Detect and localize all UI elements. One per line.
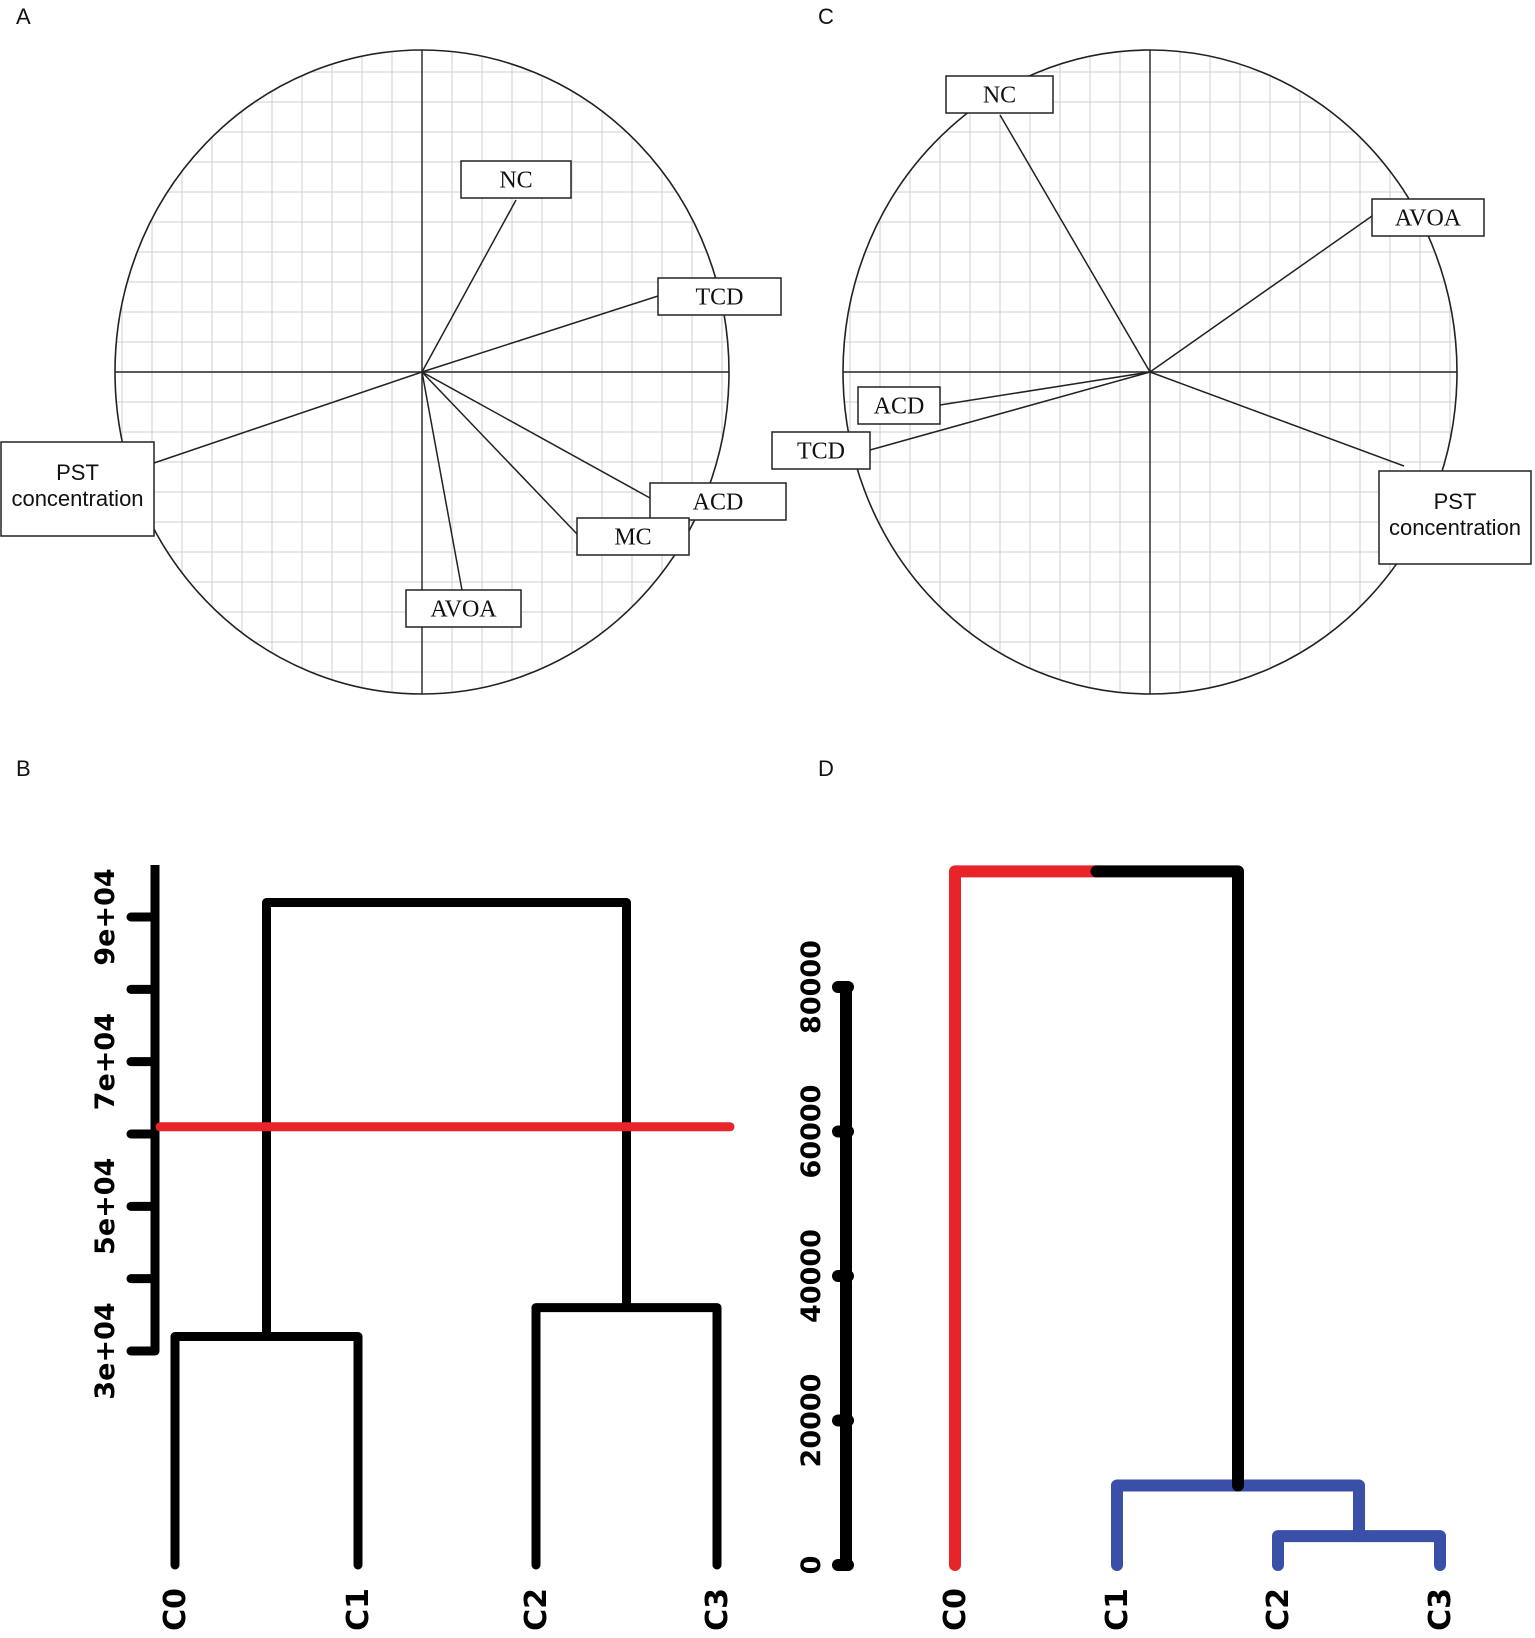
dendrogram-branch-c0-c1 xyxy=(170,1332,363,1570)
label-box-nc xyxy=(460,160,572,199)
y-tick-label: 9e+04 xyxy=(90,868,121,965)
vector-nc xyxy=(999,114,1151,373)
label-pst-concentration-line-2: concentration xyxy=(1389,515,1521,540)
label-acd: ACD xyxy=(693,490,744,516)
dendrogram-branch-c2-c3 xyxy=(531,1303,722,1570)
vector-mc xyxy=(421,371,578,535)
vector-pst-concentration xyxy=(153,371,423,464)
vector-acd xyxy=(421,371,651,499)
label-nc: NC xyxy=(983,83,1016,109)
y-tick-label: 3e+04 xyxy=(90,1302,121,1399)
label-pst-concentration-line-2: concentration xyxy=(11,486,143,511)
label-box-acd xyxy=(649,482,787,521)
y-tick-label: 5e+04 xyxy=(90,1158,121,1255)
leaf-label-c1: C1 xyxy=(341,1588,376,1631)
label-box-tcd xyxy=(657,277,782,316)
label-box-pst-concentration xyxy=(1378,470,1532,565)
label-pst-concentration-line-1: PST xyxy=(56,460,99,485)
y-tick-label: 20000 xyxy=(796,1374,827,1468)
label-box-tcd xyxy=(771,431,871,470)
label-box-pst-concentration xyxy=(0,441,155,537)
y-tick-label: 80000 xyxy=(796,940,827,1034)
panel-letter-d: D xyxy=(818,756,834,781)
vector-avoa xyxy=(421,371,463,591)
vector-nc xyxy=(421,199,517,373)
label-acd: ACD xyxy=(874,394,925,420)
label-box-mc xyxy=(576,517,690,556)
label-avoa: AVOA xyxy=(1395,206,1462,232)
label-mc: MC xyxy=(614,525,651,551)
panel-letter-b: B xyxy=(16,756,31,781)
label-box-avoa xyxy=(1371,198,1485,237)
vector-tcd xyxy=(869,371,1151,451)
label-nc: NC xyxy=(499,168,532,194)
y-tick-label: 60000 xyxy=(796,1085,827,1179)
panel-letter-c: C xyxy=(818,4,834,29)
leaf-label-c3: C3 xyxy=(700,1588,735,1631)
label-tcd: TCD xyxy=(696,285,744,311)
label-pst-concentration-line-1: PST xyxy=(1434,489,1477,514)
label-box-avoa xyxy=(405,589,522,628)
dendrogram-branch-top xyxy=(1090,865,1244,1492)
y-tick-label: 0 xyxy=(796,1556,827,1575)
vector-tcd xyxy=(421,295,659,373)
leaf-label-c3: C3 xyxy=(1423,1588,1458,1631)
dendrogram-branch-c0 xyxy=(949,865,1103,1571)
y-tick-label: 40000 xyxy=(796,1229,827,1323)
vector-avoa xyxy=(1149,215,1373,373)
label-box-nc xyxy=(945,75,1054,114)
dendrogram-branch-top xyxy=(262,898,631,1342)
label-tcd: TCD xyxy=(797,439,845,465)
leaf-label-c1: C1 xyxy=(1100,1588,1135,1631)
vector-acd xyxy=(939,371,1151,406)
leaf-label-c0: C0 xyxy=(158,1588,193,1631)
leaf-label-c2: C2 xyxy=(1261,1588,1296,1631)
leaf-label-c2: C2 xyxy=(519,1588,554,1631)
panel-letter-a: A xyxy=(16,4,31,29)
dendrogram-branch-c1-cluster xyxy=(1111,1479,1365,1571)
leaf-label-c0: C0 xyxy=(938,1588,973,1631)
label-avoa: AVOA xyxy=(430,597,497,623)
label-box-acd xyxy=(857,386,941,425)
vector-pst-concentration xyxy=(1149,371,1405,467)
y-tick-label: 7e+04 xyxy=(90,1013,121,1110)
